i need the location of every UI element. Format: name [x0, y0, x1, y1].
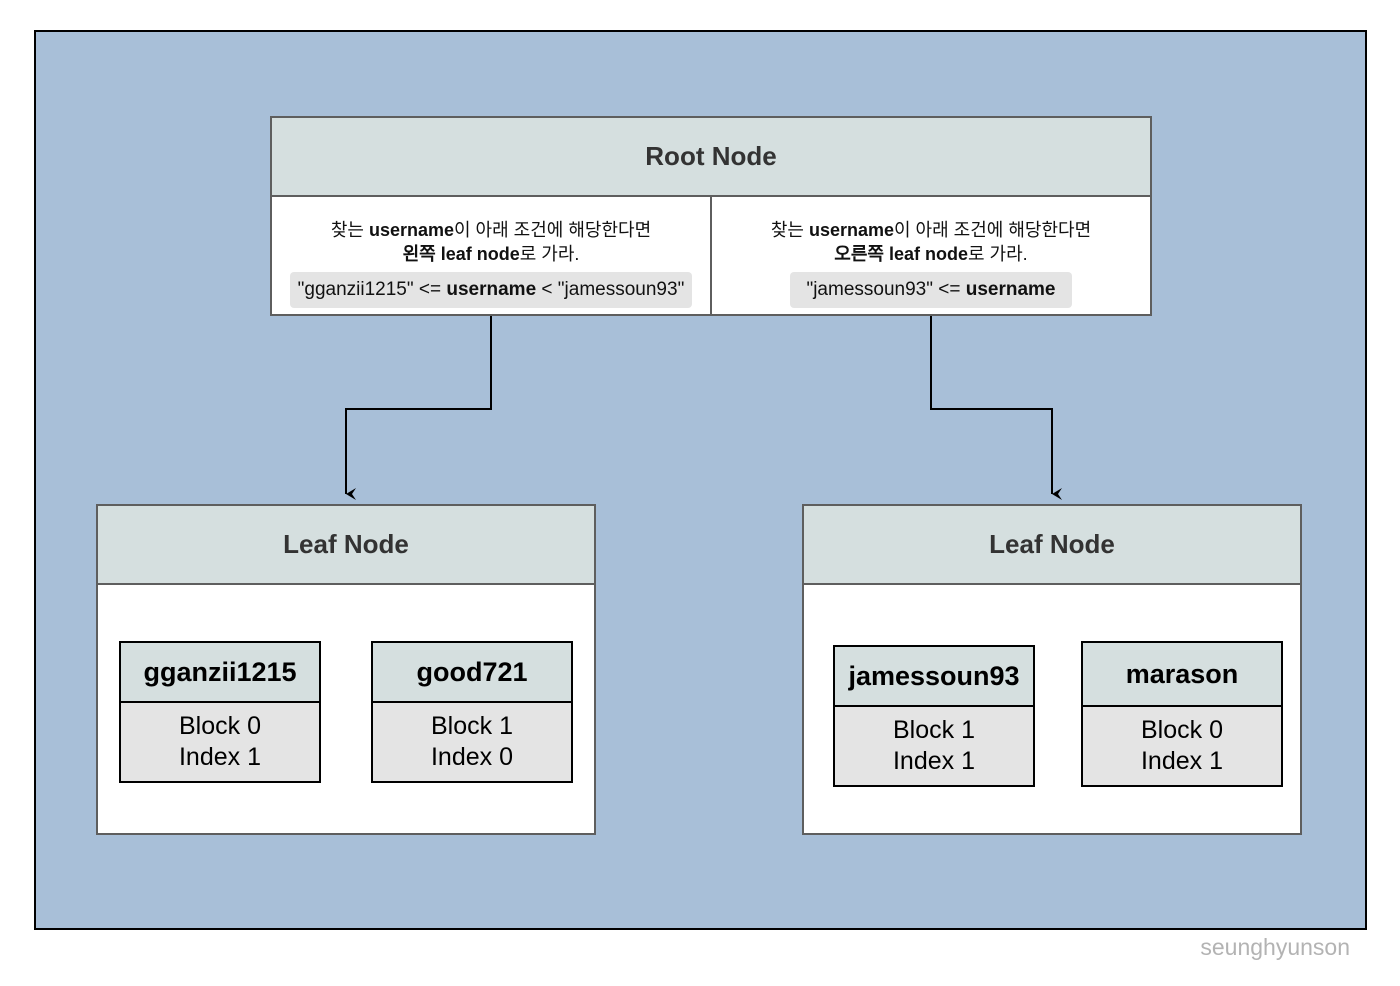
key-index: Index 0	[430, 743, 513, 771]
right-condition-line1-post: 이 아래 조건에 해당한다면	[894, 220, 1092, 240]
key-name: jamessoun93	[835, 647, 1033, 707]
key-index: Index 1	[1140, 747, 1223, 775]
left-condition: 찾는 username이 아래 조건에 해당한다면 왼쪽 leaf node로 …	[272, 197, 710, 314]
right-expr-bold: username	[965, 279, 1056, 300]
left-condition-line1-bold: username	[368, 220, 454, 240]
left-expr-post: < "jamessoun93"	[536, 279, 685, 300]
right-expr-pre: "jamessoun93" <=	[806, 279, 966, 300]
key-name: gganzii1215	[121, 643, 319, 703]
left-condition-line2-bold: 왼쪽 leaf node	[402, 244, 520, 264]
left-leaf-node: Leaf Node gganzii1215 Block 0 Index 1 go…	[96, 504, 596, 835]
key-entry: good721 Block 1 Index 0	[371, 641, 573, 783]
left-condition-line1-pre: 찾는	[330, 220, 369, 240]
left-condition-line1-post: 이 아래 조건에 해당한다면	[454, 220, 652, 240]
left-expr-bold: username	[446, 279, 537, 300]
key-name: marason	[1083, 643, 1281, 707]
key-block: Block 1	[431, 712, 513, 740]
right-condition-line2-post: 로 가라.	[968, 244, 1028, 264]
root-node-title: Root Node	[272, 118, 1150, 197]
key-index: Index 1	[892, 747, 975, 775]
right-condition-line1-bold: username	[808, 220, 894, 240]
key-block: Block 0	[1141, 716, 1223, 744]
key-location: Block 1 Index 1	[835, 707, 1033, 777]
right-leaf-node: Leaf Node jamessoun93 Block 1 Index 1 ma…	[802, 504, 1302, 835]
left-leaf-title: Leaf Node	[98, 506, 594, 585]
right-condition-line2-bold: 오른쪽 leaf node	[834, 244, 968, 264]
left-condition-text: 찾는 username이 아래 조건에 해당한다면 왼쪽 leaf node로 …	[331, 218, 651, 266]
key-location: Block 0 Index 1	[121, 703, 319, 773]
key-entry: jamessoun93 Block 1 Index 1	[833, 645, 1035, 787]
root-node: Root Node 찾는 username이 아래 조건에 해당한다면 왼쪽 l…	[270, 116, 1152, 316]
key-entry: gganzii1215 Block 0 Index 1	[119, 641, 321, 783]
key-location: Block 1 Index 0	[373, 703, 571, 773]
right-condition-text: 찾는 username이 아래 조건에 해당한다면 오른쪽 leaf node로…	[771, 218, 1091, 266]
left-expr-pre: "gganzii1215" <=	[297, 279, 447, 300]
left-condition-expression: "gganzii1215" <= username < "jamessoun93…	[289, 272, 693, 308]
key-entry: marason Block 0 Index 1	[1081, 641, 1283, 787]
left-condition-line2-post: 로 가라.	[519, 244, 580, 264]
key-name: good721	[373, 643, 571, 703]
watermark: seunghyunson	[1200, 934, 1350, 960]
right-condition-line1-pre: 찾는	[770, 220, 809, 240]
right-condition: 찾는 username이 아래 조건에 해당한다면 오른쪽 leaf node로…	[710, 197, 1150, 314]
key-block: Block 0	[179, 712, 261, 740]
key-location: Block 0 Index 1	[1083, 707, 1281, 777]
right-leaf-title: Leaf Node	[804, 506, 1300, 585]
key-index: Index 1	[178, 743, 261, 771]
right-condition-expression: "jamessoun93" <= username	[790, 272, 1072, 308]
key-block: Block 1	[893, 716, 975, 744]
